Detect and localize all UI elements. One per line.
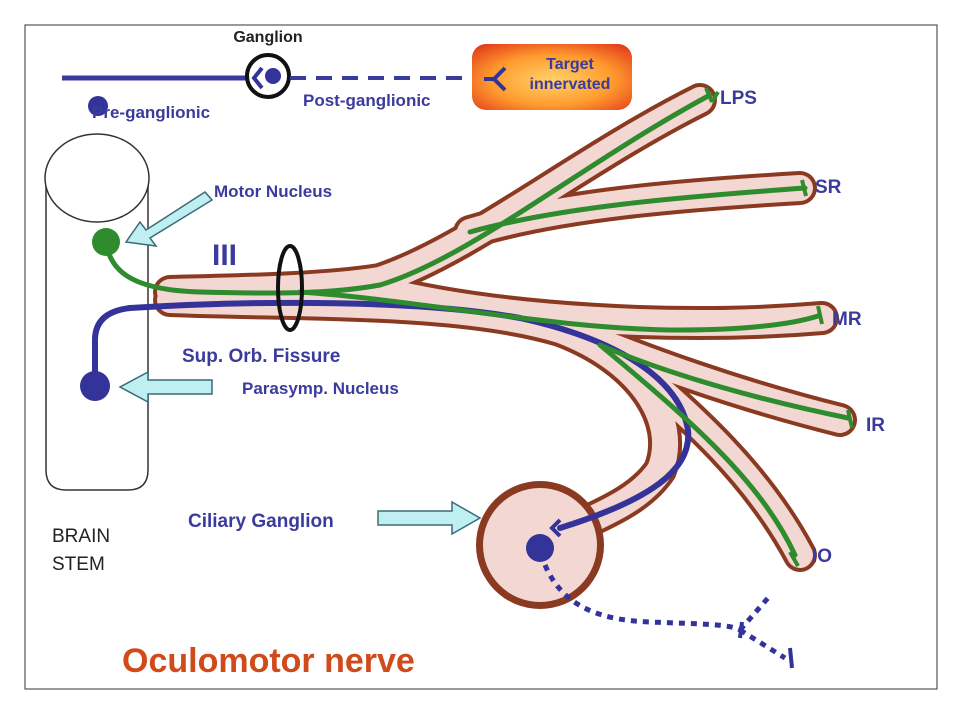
legend-target-ending xyxy=(484,66,507,92)
target-box xyxy=(472,44,632,110)
brain-stem-label-line1: BRAIN xyxy=(52,526,110,547)
parasymp-nucleus-label: Parasymp. Nucleus xyxy=(242,379,399,398)
sup-orb-fissure-label: Sup. Orb. Fissure xyxy=(182,346,340,367)
brain-stem xyxy=(44,133,150,491)
sup-orb-fissure-ring xyxy=(276,244,304,332)
motor-nucleus-label: Motor Nucleus xyxy=(214,182,332,201)
legend: Ganglion Pre-ganglionic Post-ganglionic … xyxy=(62,29,632,122)
muscle-label-lps: LPS xyxy=(720,88,757,109)
preganglionic-synapse xyxy=(549,518,562,538)
pointer-arrows xyxy=(118,191,482,536)
motor-fiber-io xyxy=(597,342,798,558)
motor-pathway xyxy=(103,92,851,558)
motor-fiber-lps xyxy=(103,92,713,296)
motor-nucleus-arrow xyxy=(124,191,214,247)
postganglionic-branch-upper xyxy=(738,596,770,632)
ciliary-ganglion-arrow xyxy=(377,500,482,536)
ciliary-ganglion-label: Ciliary Ganglion xyxy=(188,511,334,532)
parasymp-nucleus-arrow xyxy=(118,370,213,404)
legend-post-label: Post-ganglionic xyxy=(303,91,431,110)
muscle-label-mr: MR xyxy=(832,309,862,330)
motor-fiber-sr xyxy=(467,185,808,235)
legend-pre-label: Pre-ganglionic xyxy=(92,103,210,122)
postganglionic-branch-lower xyxy=(738,627,787,661)
diagram-title: Oculomotor nerve xyxy=(122,642,415,680)
brain-stem-label-line2: STEM xyxy=(52,554,105,575)
motor-fiber-ir xyxy=(597,342,851,421)
motor-endings xyxy=(704,87,854,567)
motor-fiber-mr xyxy=(297,289,821,333)
muscle-label-sr: SR xyxy=(815,177,842,198)
target-label-line1: Target xyxy=(546,56,594,73)
muscle-label-io: IO xyxy=(812,546,832,567)
nerve-number-label: III xyxy=(212,239,237,272)
legend-ganglion-label: Ganglion xyxy=(233,29,302,46)
motor-nucleus-cell xyxy=(92,228,120,256)
target-label-line2: innervated xyxy=(530,76,611,93)
muscle-label-ir: IR xyxy=(866,415,885,436)
parasymp-nucleus-cell xyxy=(80,371,110,401)
legend-synapse-mark xyxy=(251,66,264,90)
legend-pre-dot xyxy=(88,96,108,116)
frame-border xyxy=(24,24,938,690)
legend-ganglion-dot xyxy=(265,68,281,84)
brain-stem-top xyxy=(44,133,150,223)
ciliary-ganglion-cell xyxy=(526,534,554,562)
